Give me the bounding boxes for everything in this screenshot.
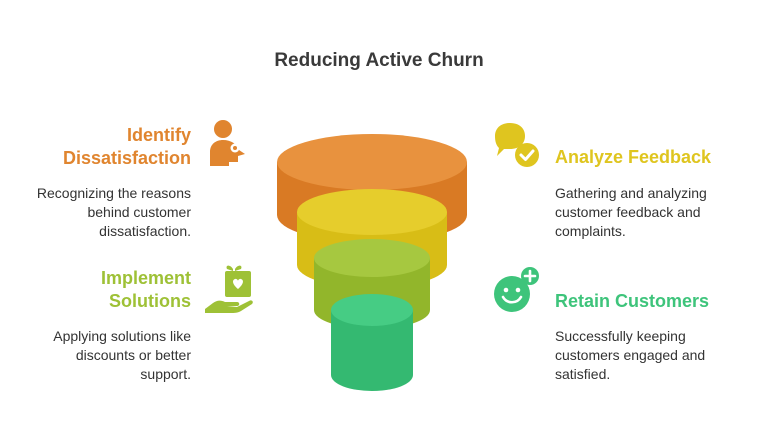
stage-analyze-description: Gathering and analyzing customer feedbac… [555, 184, 745, 241]
stage-analyze-desc-line-2: customer feedback and [555, 204, 701, 220]
stage-implement-title: Implement Solutions [30, 267, 191, 313]
stage-retain-desc-line-1: Successfully keeping [555, 328, 686, 344]
stage-identify-description: Recognizing the reasons behind customer … [20, 184, 191, 241]
person-thinking-icon [210, 120, 245, 166]
stage-retain-desc-line-2: customers engaged and [555, 347, 706, 363]
stage-implement-description: Applying solutions like discounts or bet… [20, 327, 191, 384]
feedback-check-icon [495, 123, 539, 167]
gift-hand-icon [205, 265, 253, 313]
stage-implement-desc-line-1: Applying solutions like [53, 328, 191, 344]
stage-identify-title-line-2: Dissatisfaction [62, 148, 191, 168]
stage-analyze-title-line-1: Analyze Feedback [555, 147, 712, 167]
stage-analyze-desc-line-1: Gathering and analyzing [555, 185, 707, 201]
stage-analyze-desc-line-3: complaints. [555, 223, 626, 239]
stage-retain-title: Retain Customers [555, 290, 745, 313]
stage-identify-desc-line-2: behind customer [87, 204, 191, 220]
stage-analyze-title: Analyze Feedback [555, 146, 745, 169]
stage-retain-desc-line-3: satisfied. [555, 366, 611, 382]
funnel-layer-retain [331, 294, 413, 391]
stage-implement-title-line-2: Solutions [109, 291, 191, 311]
stage-retain-description: Successfully keeping customers engaged a… [555, 327, 745, 384]
stage-identify-title-line-1: Identify [126, 125, 191, 145]
stage-identify-desc-line-3: dissatisfaction. [99, 223, 191, 239]
stage-implement-desc-line-2: discounts or better [75, 347, 191, 363]
stage-retain-title-line-1: Retain Customers [555, 291, 710, 311]
stage-identify-title: Identify Dissatisfaction [30, 124, 191, 170]
diagram-title: Reducing Active Churn [274, 50, 484, 71]
stage-implement-desc-line-3: support. [140, 366, 191, 382]
stage-implement-title-line-1: Implement [100, 268, 191, 288]
smile-plus-icon [494, 267, 539, 312]
stage-identify-desc-line-1: Recognizing the reasons [36, 185, 191, 201]
